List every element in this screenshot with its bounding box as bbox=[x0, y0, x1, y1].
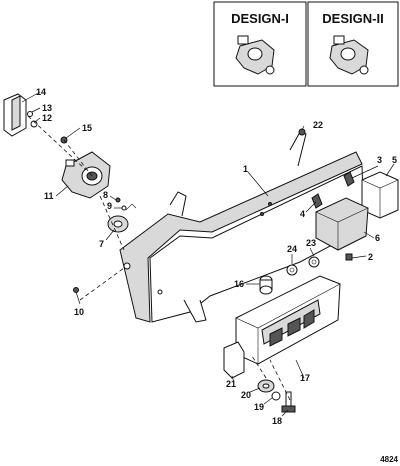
part-8 bbox=[115, 197, 121, 203]
small-bracket bbox=[3, 93, 27, 137]
design-1-switch-icon bbox=[235, 35, 275, 75]
grommet-24 bbox=[286, 264, 298, 276]
sensor bbox=[107, 203, 137, 233]
figure-number: 4824 bbox=[380, 455, 398, 464]
design-1-label: DESIGN-I bbox=[231, 11, 289, 26]
fuse-2 bbox=[345, 253, 353, 261]
callout-1: 1 bbox=[243, 164, 248, 174]
callout-12: 12 bbox=[42, 113, 52, 123]
callout-6: 6 bbox=[375, 233, 380, 243]
design-2-label: DESIGN-II bbox=[322, 11, 383, 26]
callout-24: 24 bbox=[287, 244, 297, 254]
callout-10: 10 bbox=[74, 307, 84, 317]
washer-19 bbox=[271, 391, 281, 401]
callout-7: 7 bbox=[99, 239, 104, 249]
screw-10 bbox=[73, 287, 81, 305]
callout-5: 5 bbox=[392, 155, 397, 165]
design-2-inset: DESIGN-II bbox=[307, 1, 399, 87]
part-9 bbox=[121, 205, 127, 211]
spacer-16 bbox=[259, 275, 273, 295]
callout-18: 18 bbox=[272, 416, 282, 426]
callout-13: 13 bbox=[42, 103, 52, 113]
callout-19: 19 bbox=[254, 402, 264, 412]
callout-4: 4 bbox=[300, 209, 305, 219]
callout-23: 23 bbox=[306, 238, 316, 248]
mount-21 bbox=[223, 341, 245, 379]
callout-9: 9 bbox=[107, 201, 112, 211]
design-2-switch-icon bbox=[329, 35, 369, 75]
callout-2: 2 bbox=[368, 252, 373, 262]
clip-4 bbox=[311, 193, 323, 209]
callout-3: 3 bbox=[377, 155, 382, 165]
callout-17: 17 bbox=[300, 373, 310, 383]
nut-13 bbox=[27, 111, 33, 117]
callout-8: 8 bbox=[103, 190, 108, 200]
callout-22: 22 bbox=[313, 120, 323, 130]
callout-15: 15 bbox=[82, 123, 92, 133]
callout-14: 14 bbox=[36, 87, 46, 97]
callout-16: 16 bbox=[234, 279, 244, 289]
ecm-module bbox=[235, 275, 341, 365]
callout-20: 20 bbox=[241, 390, 251, 400]
bolt-18 bbox=[281, 391, 296, 413]
relay-cover bbox=[315, 197, 369, 251]
callout-11: 11 bbox=[44, 191, 54, 201]
callout-21: 21 bbox=[226, 379, 236, 389]
design-1-inset: DESIGN-I bbox=[213, 1, 307, 87]
grommet-23 bbox=[308, 256, 320, 268]
nut-22 bbox=[298, 128, 306, 136]
mounting-bracket bbox=[119, 131, 365, 323]
clip-3 bbox=[343, 171, 355, 187]
